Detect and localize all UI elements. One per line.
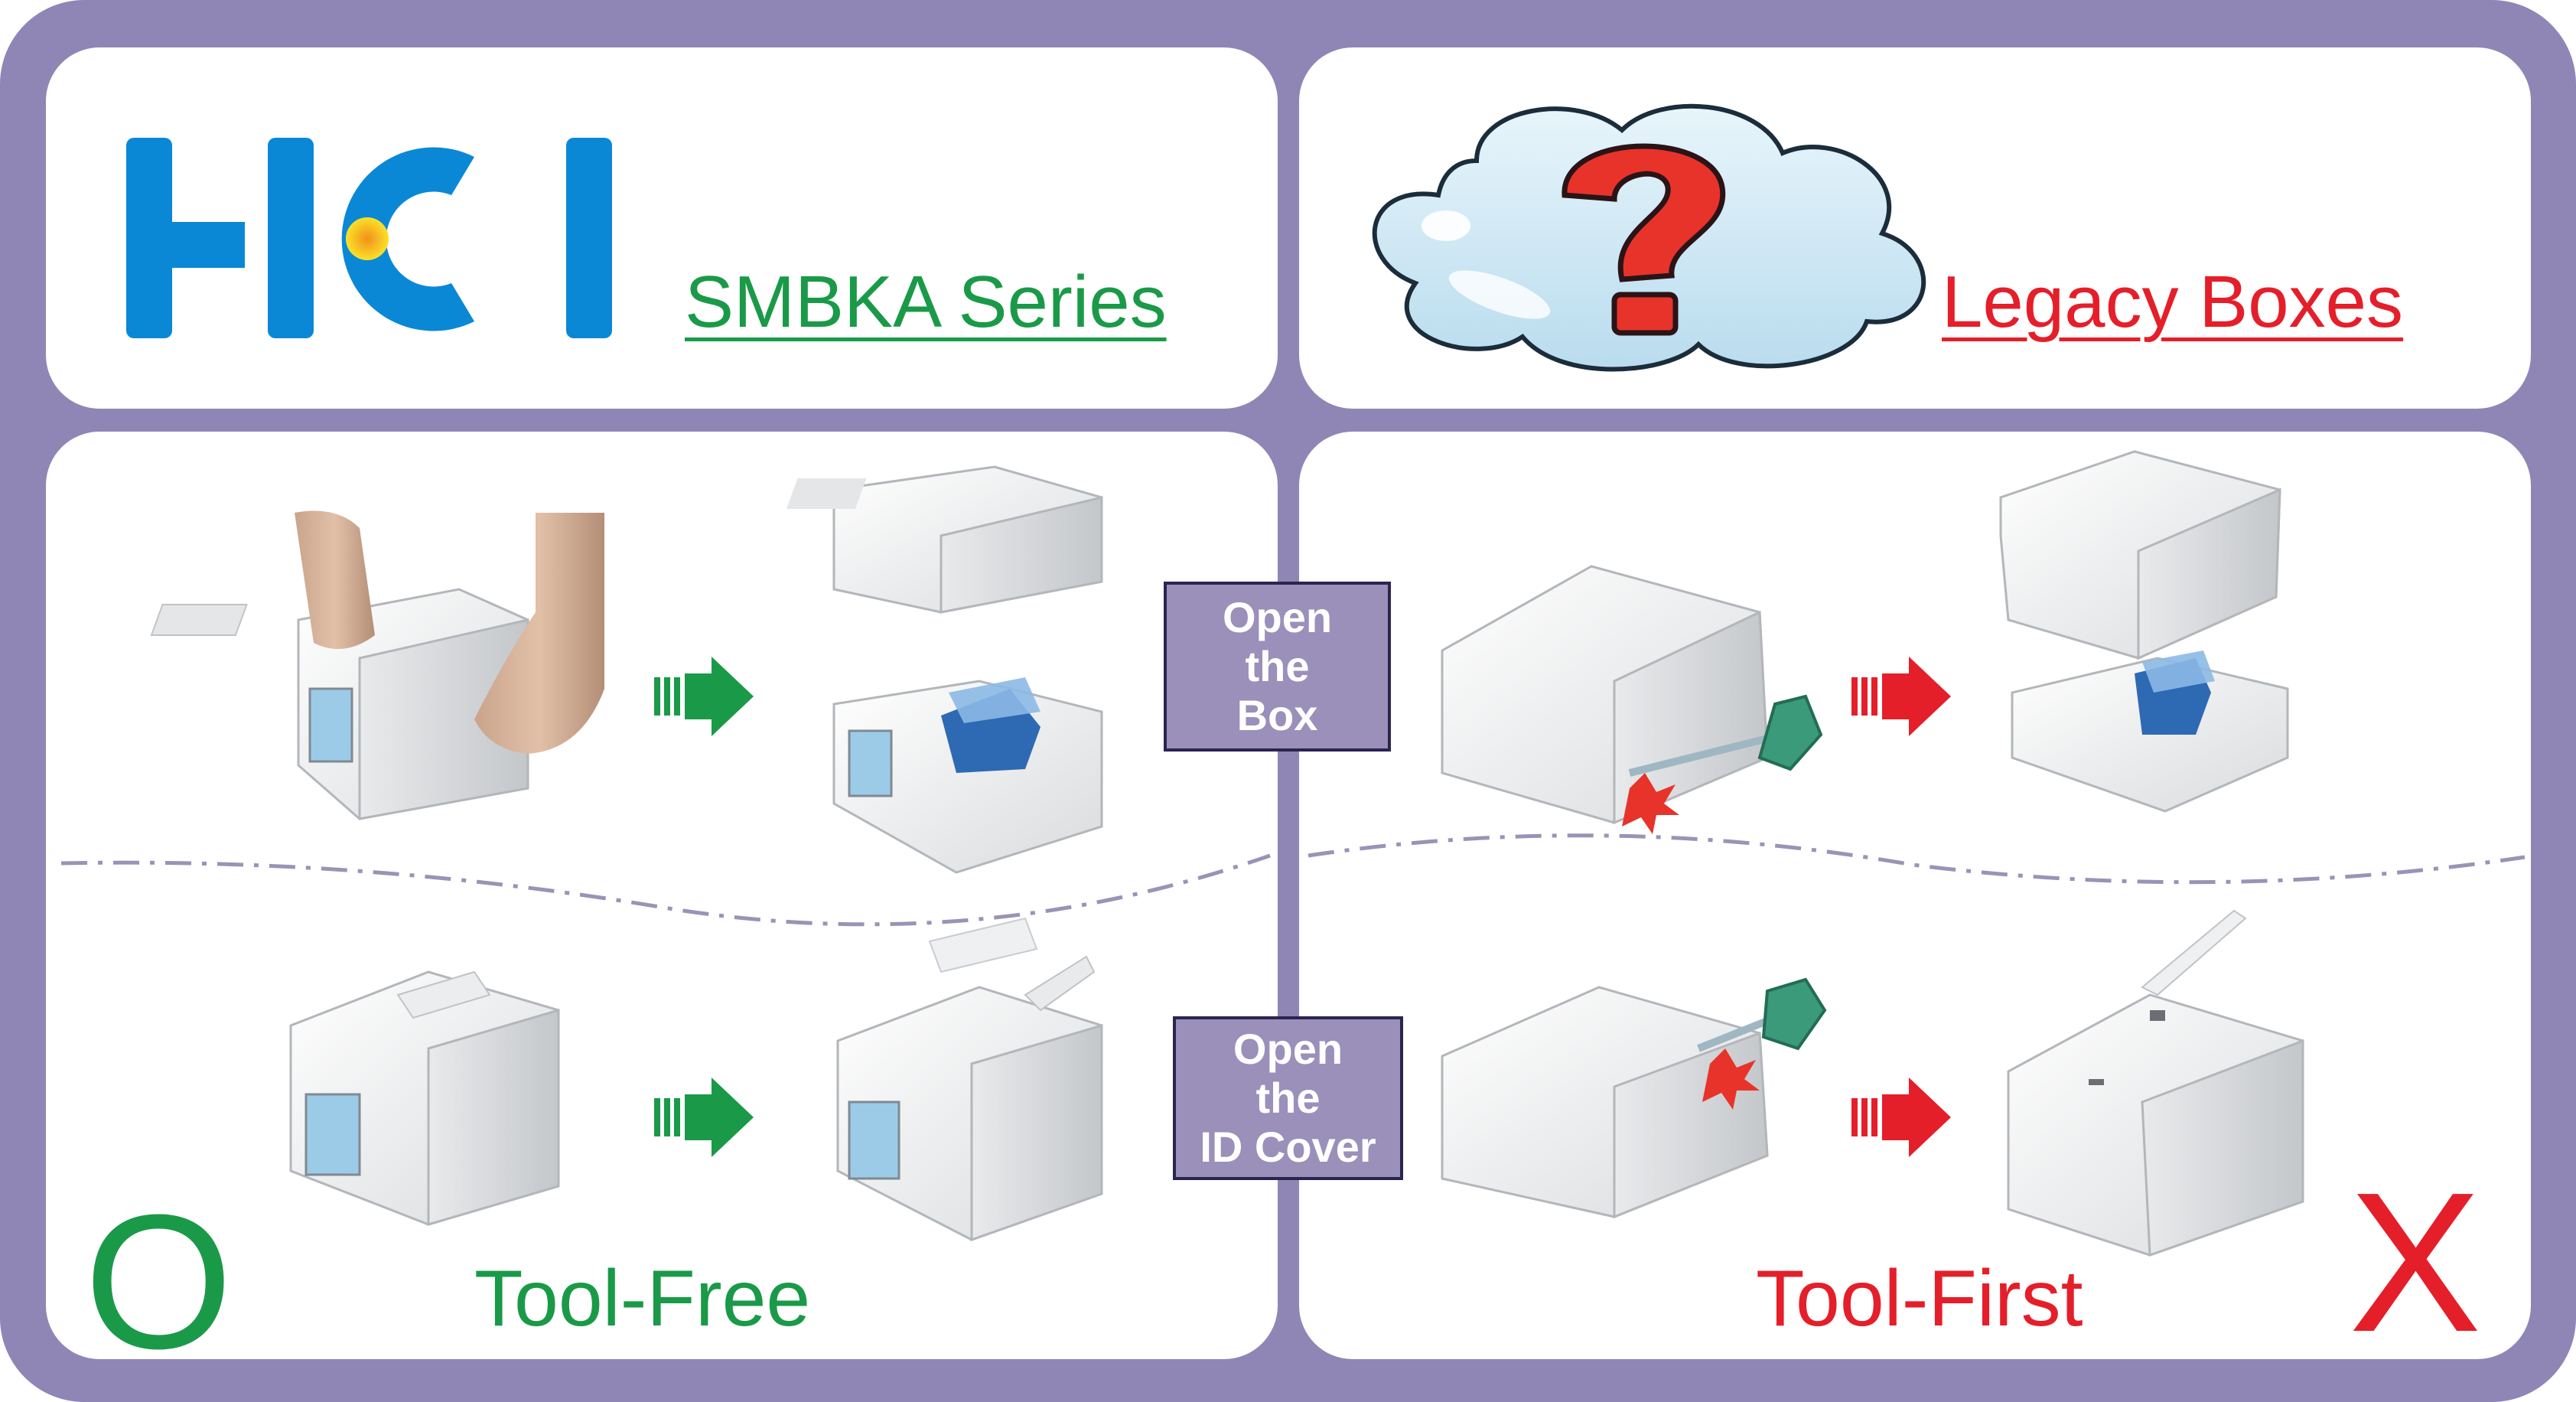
tool-free-label: Tool-Free xyxy=(474,1254,811,1343)
label-open-box-bg xyxy=(1164,582,1391,752)
panel-bottom-right xyxy=(1299,432,2531,1359)
legacy-box-opened xyxy=(1999,450,2289,813)
red-arrow-top xyxy=(1851,657,1951,736)
smbka-box-closed-hands xyxy=(150,510,604,820)
label-open-box: Open the Box xyxy=(1165,583,1389,750)
label-open-box-line2: the xyxy=(1245,642,1310,690)
bad-mark-x: X xyxy=(2349,1152,2482,1374)
smbka-box-id-cover-open xyxy=(836,917,1103,1242)
good-mark-o: O xyxy=(84,1175,233,1388)
red-arrow-bottom xyxy=(1851,1078,1951,1157)
panel-top-left xyxy=(46,47,1278,409)
smbka-series-title: SMBKA Series xyxy=(685,261,1167,343)
label-open-id-cover-line2: the xyxy=(1255,1074,1321,1122)
tool-first-label: Tool-First xyxy=(1756,1254,2083,1343)
label-open-box-line1: Open xyxy=(1222,593,1333,641)
label-open-id-cover-bg xyxy=(1173,1016,1403,1180)
legacy-boxes-title: Legacy Boxes xyxy=(1942,261,2404,343)
green-arrow-top xyxy=(654,657,754,736)
dash-divider-left xyxy=(60,853,1271,927)
legacy-box-id-pry xyxy=(1441,977,1827,1219)
legacy-box-id-removed xyxy=(2007,909,2304,1257)
label-open-box-line3: Box xyxy=(1236,691,1318,739)
smbka-box-closed xyxy=(289,970,560,1227)
green-arrow-bottom xyxy=(654,1078,754,1157)
label-open-id-cover-line3: ID Cover xyxy=(1200,1123,1376,1171)
label-open-id-cover-line1: Open xyxy=(1233,1025,1343,1073)
hci-logo xyxy=(126,138,612,338)
label-open-id-cover: Open the ID Cover xyxy=(1174,1018,1402,1179)
legacy-box-pry xyxy=(1441,565,1823,834)
dash-divider-right xyxy=(1308,833,2526,885)
smbka-box-opened xyxy=(786,465,1103,874)
question-cloud-icon xyxy=(1372,103,1926,372)
